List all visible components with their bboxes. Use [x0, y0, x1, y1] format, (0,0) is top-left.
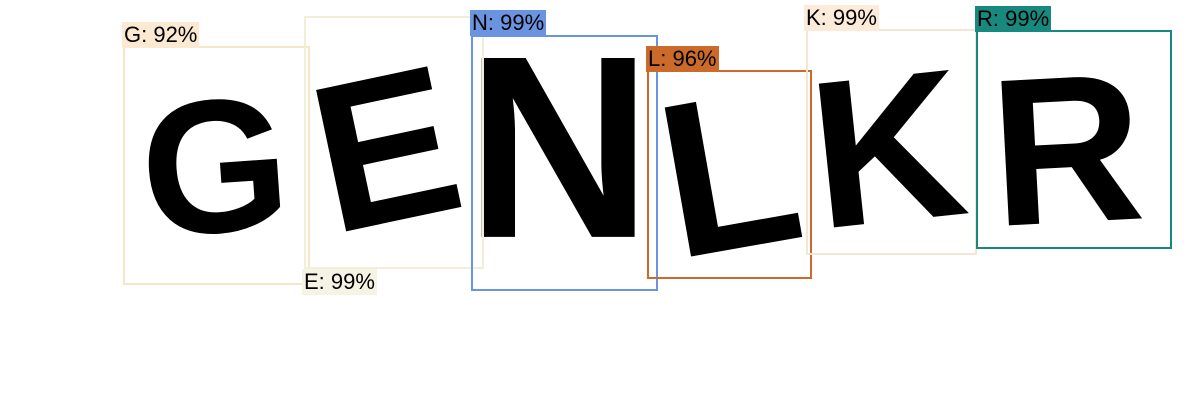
captcha-char-k: K: [800, 24, 975, 274]
detection-box-n[interactable]: [471, 35, 658, 291]
detection-label-r: R: 99%: [975, 6, 1052, 32]
detection-box-r[interactable]: [976, 30, 1172, 249]
detection-label-n: N: 99%: [470, 10, 547, 36]
detection-label-e: E: 99%: [302, 269, 377, 295]
detection-label-g: G: 92%: [122, 22, 200, 48]
captcha-char-r: R: [985, 28, 1149, 271]
detection-box-g[interactable]: [123, 46, 310, 285]
detection-box-e[interactable]: [304, 16, 484, 269]
captcha-char-g: G: [134, 56, 296, 278]
captcha-char-n: N: [464, 2, 652, 292]
detection-box-l[interactable]: [647, 70, 812, 279]
detection-label-l: L: 96%: [646, 46, 719, 72]
detection-box-k[interactable]: [806, 29, 977, 255]
detection-label-k: K: 99%: [804, 5, 879, 31]
